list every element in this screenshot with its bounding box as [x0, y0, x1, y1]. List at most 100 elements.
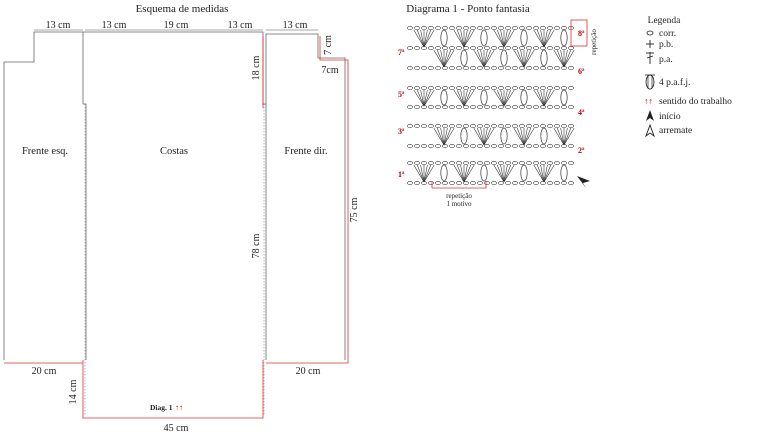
- fan-stitch: [540, 89, 545, 107]
- chain-stitch: [449, 124, 455, 128]
- fan-stitch: [523, 127, 528, 146]
- fan-stitch: [463, 29, 468, 48]
- chain-stitch: [526, 144, 532, 148]
- chain-stitch: [407, 86, 413, 90]
- chain-stitch: [421, 66, 427, 70]
- fan-stitch: [420, 29, 425, 48]
- measure-left-bottom: 20 cm: [32, 366, 57, 377]
- chain-stitch: [498, 124, 504, 128]
- chain-stitch: [498, 161, 504, 165]
- cluster-stitch: [480, 29, 488, 47]
- chain-stitch: [470, 105, 476, 109]
- chain-stitch: [561, 161, 567, 165]
- measure-right-neck-v: 7 cm: [323, 35, 334, 55]
- fan-stitch: [556, 127, 565, 146]
- fan-stitch: [503, 164, 512, 183]
- chain-stitch: [477, 26, 483, 30]
- fan-stitch: [423, 164, 428, 183]
- legend-label-corr: corr.: [659, 29, 676, 39]
- chain-stitch: [540, 144, 546, 148]
- fan-stitch: [560, 49, 565, 68]
- chain-stitch: [428, 181, 434, 185]
- chain-stitch: [456, 105, 462, 109]
- fan-stitch: [523, 127, 532, 146]
- cluster-stitch: [560, 89, 568, 106]
- stitch-diagram: [407, 26, 575, 185]
- repeat-vertical-bracket: [570, 19, 588, 47]
- chain-stitch: [428, 86, 434, 90]
- fan-stitch: [513, 49, 525, 68]
- chain-stitch: [512, 66, 518, 70]
- cluster-stitch: [460, 49, 468, 67]
- chain-stitch: [407, 66, 413, 70]
- chain-stitch: [435, 66, 441, 70]
- chain-stitch: [526, 46, 532, 50]
- fan-stitch: [416, 164, 425, 183]
- legend-title: Legenda: [648, 16, 681, 26]
- chain-stitch: [540, 66, 546, 70]
- fan-stitch: [523, 49, 532, 68]
- fan-stitch: [543, 29, 548, 48]
- chain-stitch: [456, 161, 462, 165]
- chain-stitch: [442, 66, 448, 70]
- chain-stitch: [512, 124, 518, 128]
- chain-stitch: [463, 66, 469, 70]
- chain-stitch: [540, 46, 546, 50]
- chain-stitch: [533, 124, 539, 128]
- row-label-6: 6ª: [578, 67, 585, 76]
- chain-stitch: [519, 66, 525, 70]
- chain-stitch: [540, 26, 546, 30]
- fan-stitch: [423, 164, 432, 183]
- fan-stitch: [463, 89, 475, 107]
- chain-stitch: [519, 86, 525, 90]
- cluster-stitch: [540, 49, 548, 67]
- row-label-8: 8ª: [578, 29, 585, 38]
- chain-stitch: [491, 181, 497, 185]
- chain-stitch: [498, 181, 504, 185]
- chain-stitch: [463, 46, 469, 50]
- chain-stitch: [470, 26, 476, 30]
- fan-stitch: [476, 49, 485, 68]
- row-label-2: 2ª: [578, 146, 585, 155]
- chain-stitch: [568, 124, 574, 128]
- fan-stitch: [560, 127, 565, 146]
- chain-stitch: [428, 161, 434, 165]
- panel-right-label: Frente dir.: [284, 146, 327, 157]
- chain-stitch: [414, 66, 420, 70]
- legend-label-start: início: [659, 112, 681, 122]
- fan-stitch: [416, 89, 425, 107]
- measure-center-top-mid: 19 cm: [164, 20, 189, 31]
- chain-stitch: [547, 66, 553, 70]
- measure-center-height: 78 cm: [251, 233, 262, 258]
- chain-stitch: [512, 46, 518, 50]
- chain-stitch: [491, 46, 497, 50]
- fan-stitch: [463, 164, 475, 183]
- chain-stitch: [470, 86, 476, 90]
- fan-stitch: [543, 164, 555, 183]
- cluster-stitch: [520, 89, 528, 106]
- repeat-horizontal-bracket: [431, 182, 487, 189]
- fan-stitch: [520, 127, 525, 146]
- chain-stitch: [449, 161, 455, 165]
- fan-stitch: [440, 127, 445, 146]
- chain-stitch: [498, 26, 504, 30]
- chain-stitch: [505, 86, 511, 90]
- chain-stitch: [519, 144, 525, 148]
- chain-stitch: [533, 105, 539, 109]
- fan-stitch: [440, 49, 445, 68]
- chain-stitch: [568, 144, 574, 148]
- chain-stitch: [477, 46, 483, 50]
- fan-stitch: [460, 89, 465, 107]
- measure-right-neck-h: 7cm: [321, 65, 338, 76]
- chain-stitch: [533, 86, 539, 90]
- chain-stitch: [442, 124, 448, 128]
- chain-stitch: [505, 46, 511, 50]
- chain-stitch: [456, 46, 462, 50]
- chain-stitch: [435, 46, 441, 50]
- chain-stitch: [540, 124, 546, 128]
- fan-stitch: [420, 164, 425, 183]
- legend-label-cluster: 4 p.a.f.j.: [659, 77, 690, 88]
- fan-stitch: [443, 49, 448, 68]
- cluster-stitch: [460, 127, 468, 145]
- fan-stitch: [563, 49, 575, 68]
